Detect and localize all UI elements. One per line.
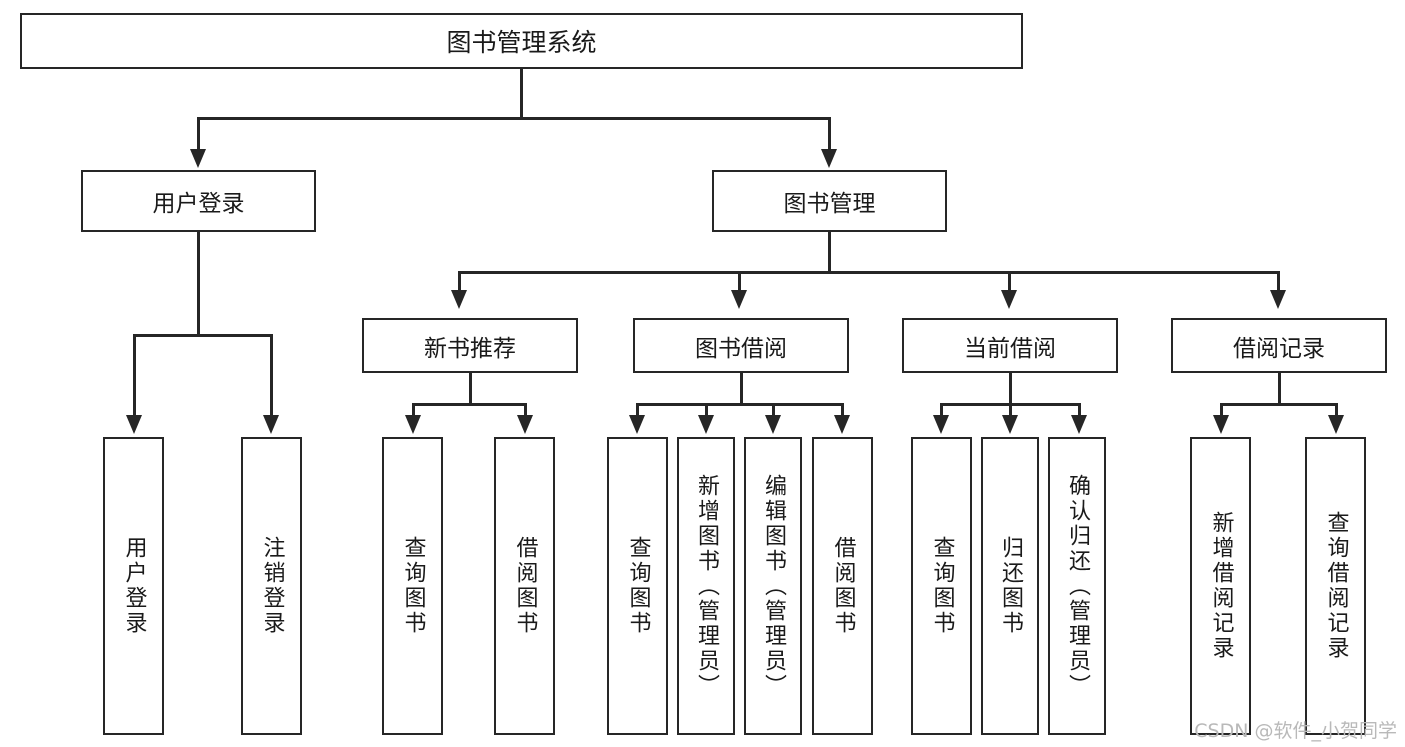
leaf-add-borrow-record[interactable]: 新增借阅记录	[1190, 437, 1251, 735]
node-label: 图书管理系统	[446, 28, 597, 57]
leaf-edit-book-admin[interactable]: 编辑图书（管理员）	[744, 437, 802, 735]
leaf-borrow-book[interactable]: 借阅图书	[812, 437, 873, 735]
node-label: 查询借阅记录	[1323, 511, 1349, 661]
connector-book-borrow-bus	[636, 403, 843, 406]
connector-borrow-record-leaf-2	[1335, 403, 1338, 417]
connector-book-manage-bus	[458, 271, 1279, 274]
connector-borrow-record-bus	[1220, 403, 1337, 406]
connector-to-new-book	[458, 271, 461, 292]
connector-current-borrow-leaf-3	[1078, 403, 1081, 417]
connector-book-borrow-leaf-1	[636, 403, 639, 417]
leaf-query-borrow-record[interactable]: 查询借阅记录	[1305, 437, 1366, 735]
connector-book-borrow-stem	[740, 373, 743, 405]
connector-to-borrow-record	[1277, 271, 1280, 292]
node-new-book-recommend[interactable]: 新书推荐	[362, 318, 578, 373]
node-label: 新增借阅记录	[1208, 511, 1234, 661]
leaf-return-book[interactable]: 归还图书	[981, 437, 1039, 735]
arrowhead-borrow-record-leaf-2	[1328, 415, 1344, 434]
connector-borrow-record-leaf-1	[1220, 403, 1223, 417]
arrowhead-new-book-leaf-2	[517, 415, 533, 434]
node-label: 用户登录	[121, 536, 147, 636]
connector-book-borrow-leaf-4	[841, 403, 844, 417]
leaf-user-login[interactable]: 用户登录	[103, 437, 164, 735]
connector-root-bus	[197, 117, 831, 120]
arrowhead-book-manage	[821, 149, 837, 168]
arrowhead-new-book	[451, 290, 467, 309]
leaf-logout[interactable]: 注销登录	[241, 437, 302, 735]
connector-to-book-borrow	[738, 271, 741, 292]
connector-user-login-to-leaf-1	[133, 334, 136, 417]
connector-root-to-book-manage	[828, 117, 831, 151]
node-label: 图书借阅	[695, 335, 787, 362]
arrowhead-new-book-leaf-1	[405, 415, 421, 434]
node-label: 编辑图书（管理员）	[761, 473, 786, 699]
connector-new-book-bus	[412, 403, 526, 406]
leaf-query-book-recommend[interactable]: 查询图书	[382, 437, 443, 735]
node-label: 借阅记录	[1233, 335, 1325, 362]
node-label: 借阅图书	[830, 536, 856, 636]
arrowhead-borrow-record-leaf-1	[1213, 415, 1229, 434]
arrowhead-book-borrow-leaf-2	[698, 415, 714, 434]
leaf-query-book-borrow[interactable]: 查询图书	[607, 437, 668, 735]
node-label: 新增图书（管理员）	[694, 473, 719, 699]
connector-new-book-leaf-1	[412, 403, 415, 417]
node-book-borrow[interactable]: 图书借阅	[633, 318, 849, 373]
leaf-add-book-admin[interactable]: 新增图书（管理员）	[677, 437, 735, 735]
connector-new-book-stem	[469, 373, 472, 405]
arrowhead-book-borrow	[731, 290, 747, 309]
connector-book-borrow-leaf-3	[772, 403, 775, 417]
node-label: 新书推荐	[424, 335, 516, 362]
connector-book-borrow-leaf-2	[705, 403, 708, 417]
arrowhead-book-borrow-leaf-1	[629, 415, 645, 434]
connector-root-stem	[520, 69, 523, 119]
arrowhead-current-borrow-leaf-3	[1071, 415, 1087, 434]
connector-user-login-to-leaf-2	[270, 334, 273, 417]
node-label: 当前借阅	[964, 335, 1056, 362]
connector-current-borrow-stem	[1009, 373, 1012, 405]
connector-current-borrow-leaf-1	[940, 403, 943, 417]
arrowhead-borrow-record	[1270, 290, 1286, 309]
node-label: 图书管理	[783, 191, 876, 217]
connector-borrow-record-stem	[1278, 373, 1281, 405]
leaf-query-book-current[interactable]: 查询图书	[911, 437, 972, 735]
arrowhead-user-login-leaf-1	[126, 415, 142, 434]
connector-root-to-user-login	[197, 117, 200, 151]
node-label: 查询图书	[625, 536, 651, 636]
connector-to-current-borrow	[1008, 271, 1011, 292]
connector-current-borrow-leaf-2	[1009, 403, 1012, 417]
arrowhead-book-borrow-leaf-4	[834, 415, 850, 434]
connector-book-manage-stem	[828, 232, 831, 273]
node-borrow-record[interactable]: 借阅记录	[1171, 318, 1387, 373]
arrowhead-book-borrow-leaf-3	[765, 415, 781, 434]
arrowhead-current-borrow-leaf-2	[1002, 415, 1018, 434]
node-user-login[interactable]: 用户登录	[81, 170, 316, 232]
connector-user-login-stem	[197, 232, 200, 336]
arrowhead-user-login	[190, 149, 206, 168]
leaf-borrow-book-recommend[interactable]: 借阅图书	[494, 437, 555, 735]
leaf-confirm-return-admin[interactable]: 确认归还（管理员）	[1048, 437, 1106, 735]
node-label: 借阅图书	[512, 536, 538, 636]
arrowhead-current-borrow	[1001, 290, 1017, 309]
node-current-borrow[interactable]: 当前借阅	[902, 318, 1118, 373]
node-label: 用户登录	[152, 191, 245, 217]
node-label: 归还图书	[998, 536, 1023, 636]
arrowhead-current-borrow-leaf-1	[933, 415, 949, 434]
node-label: 确认归还（管理员）	[1065, 473, 1090, 699]
connector-user-login-bus	[133, 334, 272, 337]
node-root-system[interactable]: 图书管理系统	[20, 13, 1023, 69]
node-label: 查询图书	[929, 536, 955, 636]
connector-new-book-leaf-2	[524, 403, 527, 417]
node-label: 查询图书	[400, 536, 426, 636]
node-book-management[interactable]: 图书管理	[712, 170, 947, 232]
arrowhead-user-login-leaf-2	[263, 415, 279, 434]
node-label: 注销登录	[259, 536, 285, 636]
